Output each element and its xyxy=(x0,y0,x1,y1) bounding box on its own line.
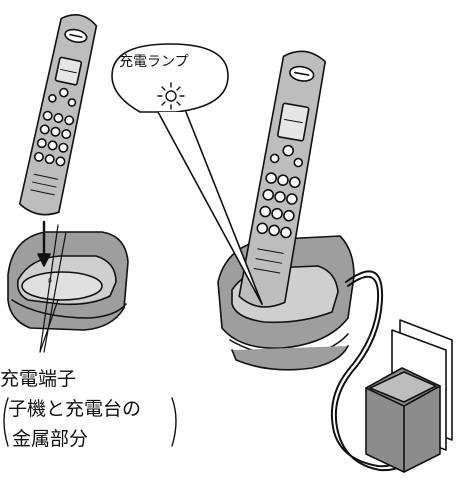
terminal-detail-line2: 金属部分 xyxy=(12,428,89,450)
terminal-callout-lines xyxy=(39,224,67,353)
down-arrow-icon xyxy=(37,220,51,267)
left-handset xyxy=(18,14,98,216)
terminal-detail-line1: 子機と充電台の xyxy=(8,398,142,420)
right-handset xyxy=(238,50,326,308)
power-cord xyxy=(330,270,417,472)
ac-adapter-icon xyxy=(365,319,453,473)
lamp-glow-icon xyxy=(157,82,185,110)
charge-lamp-bubble xyxy=(111,43,263,305)
charge-terminal-label: 充電端子 xyxy=(0,368,77,390)
detail-brackets xyxy=(3,397,177,447)
left-charger-base: ᵦ xyxy=(7,231,129,331)
charge-lamp-label: 充電ランプ xyxy=(119,54,189,70)
